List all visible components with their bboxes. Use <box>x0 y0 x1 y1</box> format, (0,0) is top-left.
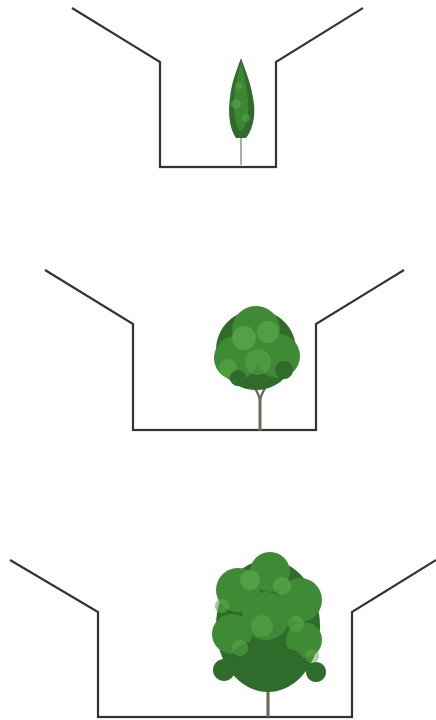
broadleaf-tree-large <box>212 552 326 717</box>
panel-3 <box>10 552 436 717</box>
conifer-tree <box>229 58 254 165</box>
panel-1 <box>72 8 363 167</box>
canyon-outline <box>72 8 363 167</box>
panel-2 <box>45 270 404 430</box>
broadleaf-tree-medium <box>214 306 300 430</box>
